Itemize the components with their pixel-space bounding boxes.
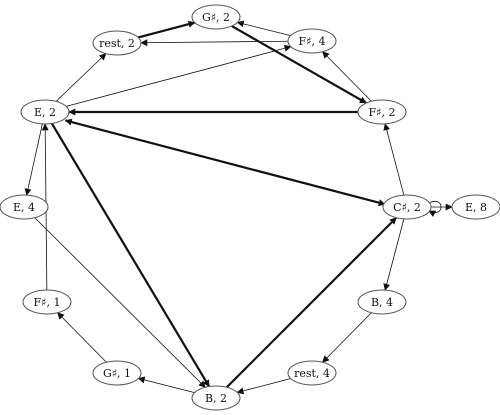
node-ellipse — [191, 4, 241, 30]
edge-e2-to-rest2 — [55, 53, 107, 102]
node-fs1: F♯, 1 — [22, 289, 72, 315]
node-e2: E, 2 — [20, 99, 70, 125]
node-ellipse — [287, 28, 337, 54]
node-rest2: rest, 2 — [92, 30, 142, 56]
node-label: E, 2 — [34, 106, 56, 119]
edge-cs2-to-e2 — [64, 118, 386, 205]
nodes-layer: G♯, 2 rest, 2 F♯, 4 E, 2 F♯, 2 E, 4 C♯, 2 E, 8 F… — [0, 4, 500, 411]
node-label: F♯, 2 — [369, 106, 396, 119]
node-gs2: G♯, 2 — [191, 4, 241, 30]
node-e8: E, 8 — [451, 194, 500, 220]
node-label: rest, 4 — [294, 367, 330, 380]
node-ellipse — [287, 360, 337, 386]
node-label: B, 4 — [371, 296, 393, 309]
edge-cs2-to-b4 — [383, 218, 405, 291]
node-ellipse — [357, 99, 407, 125]
edge-cs2-to-cs2 — [428, 200, 442, 217]
edge-b2-to-cs2 — [225, 216, 398, 389]
node-ellipse — [92, 360, 142, 386]
node-label: E, 8 — [465, 201, 487, 214]
node-gs1: G♯, 1 — [92, 360, 142, 386]
edge-e2-to-e4 — [24, 123, 43, 196]
node-ellipse — [451, 194, 500, 220]
node-label: B, 2 — [205, 392, 227, 405]
edge-fs2-to-fs4 — [322, 51, 372, 102]
node-label: C♯, 2 — [393, 201, 421, 214]
node-b4: B, 4 — [357, 289, 407, 315]
node-ellipse — [382, 194, 432, 220]
node-ellipse — [20, 99, 70, 125]
edges-layer — [24, 20, 453, 395]
edge-rest4-to-b2 — [236, 378, 291, 395]
node-label: G♯, 2 — [202, 11, 230, 24]
edge-e2-to-b2 — [50, 122, 211, 388]
edge-fs4-to-gs2 — [236, 20, 291, 37]
node-label: E, 4 — [13, 201, 35, 214]
node-ellipse — [0, 194, 49, 220]
node-ellipse — [191, 385, 241, 411]
edge-cs2-to-fs2 — [383, 123, 405, 196]
edge-rest2-to-gs2 — [137, 20, 196, 39]
node-e4: E, 4 — [0, 194, 49, 220]
edge-b4-to-rest4 — [322, 312, 372, 363]
node-rest4: rest, 4 — [287, 360, 337, 386]
node-label: F♯, 4 — [299, 35, 326, 48]
node-fs2: F♯, 2 — [357, 99, 407, 125]
node-ellipse — [92, 30, 142, 56]
edge-gs2-to-fs2 — [231, 25, 367, 104]
edge-gs1-to-fs1 — [57, 312, 107, 363]
node-label: G♯, 1 — [103, 367, 131, 380]
node-cs2: C♯, 2 — [382, 194, 432, 220]
edge-fs4-to-rest2 — [140, 39, 289, 47]
node-label: F♯, 1 — [34, 296, 61, 309]
node-ellipse — [22, 289, 72, 315]
node-b2: B, 2 — [191, 385, 241, 411]
node-ellipse — [357, 289, 407, 315]
edge-b2-to-gs1 — [137, 376, 195, 393]
node-fs4: F♯, 4 — [287, 28, 337, 54]
edge-e2-to-fs4 — [66, 44, 292, 107]
edge-e4-to-b2 — [34, 217, 206, 388]
node-label: rest, 2 — [99, 37, 135, 50]
